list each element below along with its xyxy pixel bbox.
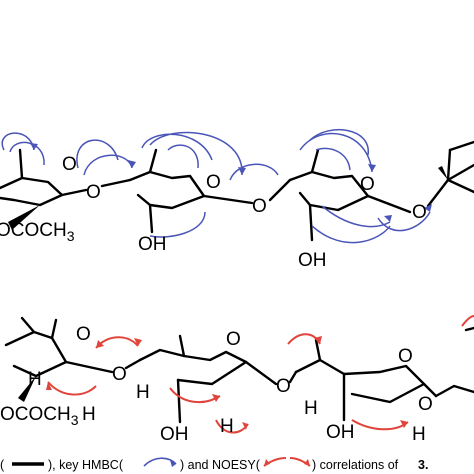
caption-part-3: ) correlations of (312, 458, 399, 472)
bottom-acetyl-wedge (18, 376, 36, 402)
top-hmbc-arrows (1, 128, 432, 244)
bottom-sugar-ring-1 (4, 316, 68, 378)
bottom-aglycone-top (464, 326, 474, 332)
bottom-link-bond-1 (64, 360, 114, 374)
top-link-o-3: O (412, 202, 427, 223)
caption-compound: 3. (418, 458, 428, 472)
top-link-bond-2 (100, 178, 132, 188)
top-molecule: O O O O O O OH OH OCOCH3 (0, 128, 474, 271)
top-link-bond-5 (366, 194, 412, 214)
caption-hmbc-swatch (143, 457, 177, 467)
top-aglycone-ring (446, 140, 474, 194)
caption-noesy-swatch-right-head (304, 459, 310, 466)
bottom-link-o-3: O (418, 394, 433, 415)
top-oh-1: OH (138, 234, 167, 255)
bottom-ring-o-2: O (226, 329, 241, 350)
top-link-bond-4 (268, 178, 292, 202)
caption-part-1: ), key HMBC( (48, 458, 124, 472)
bottom-h-3: H (136, 382, 150, 403)
bottom-noesy-arrows (46, 315, 474, 434)
bottom-sugar-ring-3 (294, 338, 426, 422)
top-link-o-1: O (86, 182, 101, 203)
bottom-link-bond-4 (288, 370, 298, 384)
top-link-bond-6 (426, 178, 450, 208)
bottom-h-2: H (82, 404, 96, 425)
legend-caption: ( ), key HMBC( ) and NOESY( ) correlatio… (0, 457, 428, 472)
bottom-ring-o-3: O (398, 346, 413, 367)
bottom-oh-1: OH (160, 424, 189, 445)
bottom-link-bond-5 (422, 382, 438, 398)
caption-noesy-swatch-left-head (264, 459, 270, 466)
top-ring-o-1: O (62, 154, 77, 175)
bottom-h-6: H (412, 424, 426, 445)
caption-hmbc-swatch-head (170, 460, 176, 467)
top-sugar-ring-2 (128, 148, 206, 234)
bottom-h-1: H (28, 369, 42, 390)
top-acetyl-label: OCOCH3 (0, 220, 75, 244)
bottom-aglycone-bond (434, 384, 474, 398)
bottom-molecule: O O O O O O H H H H H H OH OH OCOCH3 (0, 315, 474, 445)
bottom-h-4: H (220, 416, 234, 437)
bottom-link-o-2: O (276, 376, 291, 397)
top-link-o-2: O (252, 196, 267, 217)
top-oh-2: OH (298, 250, 327, 271)
bottom-h-5: H (304, 398, 318, 419)
bottom-acetyl-label: OCOCH3 (0, 404, 79, 428)
caption-prefix: ( (0, 458, 5, 472)
bottom-link-o-1: O (112, 364, 127, 385)
top-aglycone-wedge (438, 166, 448, 180)
caption-part-2: ) and NOESY( (180, 458, 261, 472)
top-sugar-ring-1 (0, 148, 64, 207)
bottom-link-bond-2 (124, 358, 142, 370)
top-ring-o-2: O (206, 172, 221, 193)
top-ring-o-3: O (360, 174, 375, 195)
top-sugar-ring-3 (288, 148, 370, 242)
bottom-sugar-ring-2 (138, 334, 248, 424)
top-acetyl-wedge (8, 205, 40, 230)
bottom-link-bond-3 (244, 360, 278, 386)
bottom-oh-2: OH (326, 422, 355, 443)
top-link-bond-3 (202, 194, 254, 205)
bottom-ring-o-1: O (76, 324, 91, 345)
top-link-bond-1 (60, 188, 88, 197)
